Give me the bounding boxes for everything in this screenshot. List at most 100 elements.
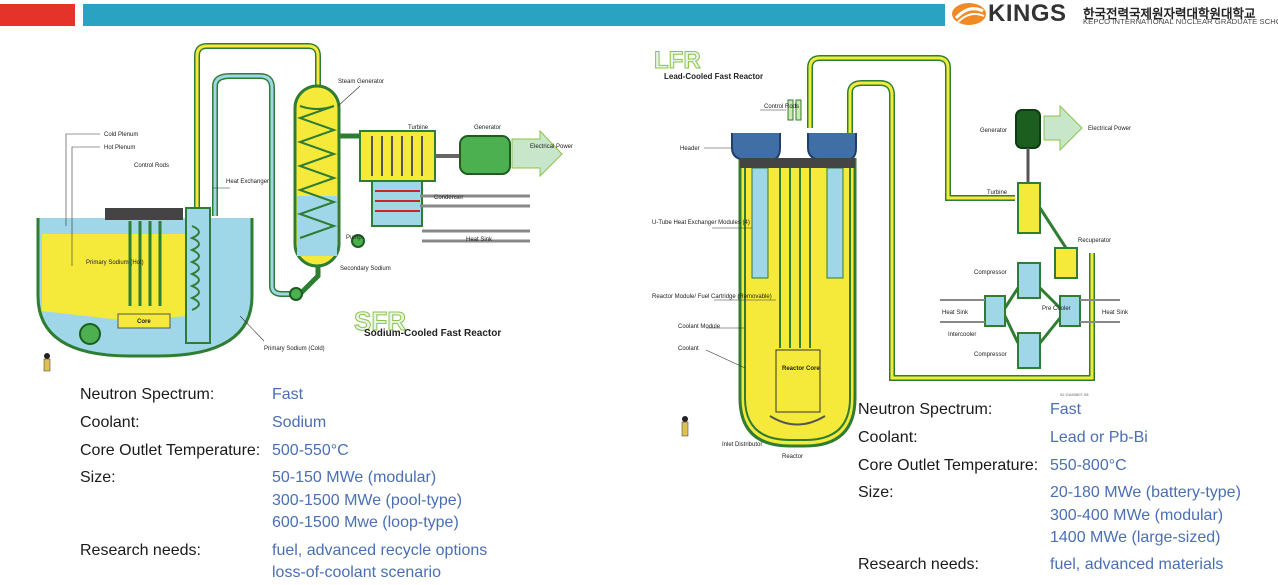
sfr-spec-value: Sodium: [272, 414, 327, 431]
lfr-label-reactor: Reactor: [782, 454, 803, 460]
sfr-spec-value: loss-of-coolant scenario: [272, 564, 441, 581]
lfr-spec-label: Research needs:: [858, 556, 979, 573]
lfr-label-reactor-core: Reactor Core: [782, 366, 820, 372]
logo-name: KINGS: [988, 0, 1067, 27]
lfr-turbine: [1017, 182, 1041, 234]
logo-korean-name: 한국전력국제원자력대학원대학교: [1083, 7, 1256, 21]
lfr-logo: LFR: [654, 47, 701, 74]
sfr-label-heat-sink: Heat Sink: [466, 237, 493, 243]
sfr-label-turbine: Turbine: [408, 125, 429, 131]
sfr-spec-value: Fast: [272, 386, 304, 403]
lfr-label-control-rods: Control Rods: [764, 104, 799, 110]
lfr-label-inlet-distributor: Inlet Distributor: [722, 442, 762, 448]
sfr-spec-label: Research needs:: [80, 542, 201, 559]
lfr-label-reactor-module: Reactor Module/ Fuel Cartridge (Removabl…: [652, 294, 772, 300]
sfr-label-control-rods: Control Rods: [134, 163, 169, 169]
sfr-title: Sodium-Cooled Fast Reactor: [364, 328, 501, 339]
kings-logo-mark-icon: [952, 3, 986, 25]
lfr-spec-label: Size:: [858, 484, 894, 501]
logo-english-name: KEPCO INTERNATIONAL NUCLEAR GRADUATE SCH…: [1083, 17, 1278, 26]
lfr-diagram: LFR Lead-Cooled Fast Reactor Control Rod…: [652, 47, 1131, 461]
lfr-spec-value: 1400 MWe (large-sized): [1050, 529, 1221, 546]
person-icon: [681, 416, 689, 437]
lfr-heat-exchanger-right: [826, 167, 844, 279]
lfr-spec-label: Coolant:: [858, 429, 918, 446]
sfr-label-steam-generator: Steam Generator: [338, 79, 384, 85]
sfr-control-rods: [128, 221, 162, 306]
sfr-primary-pump-icon: [79, 323, 101, 345]
sfr-label-generator: Generator: [474, 125, 501, 131]
sfr-label-electrical-power: Electrical Power: [530, 144, 573, 150]
sfr-logo: SFR: [354, 306, 406, 336]
sfr-condenser: [371, 180, 423, 227]
sfr-spec-label: Neutron Spectrum:: [80, 386, 215, 403]
lfr-title: Lead-Cooled Fast Reactor: [664, 72, 763, 81]
sfr-spec-value: fuel, advanced recycle options: [272, 542, 488, 559]
sfr-diagram: Cold Plenum Hot Plenum Control Rods Heat…: [36, 43, 573, 372]
lfr-label-generator: Generator: [980, 128, 1007, 134]
sfr-secondary-pump-icon: [289, 287, 303, 301]
lfr-spec-value: Lead or Pb-Bi: [1050, 429, 1148, 446]
lfr-reactor-roof: [740, 158, 855, 168]
lfr-label-intercooler: Intercooler: [948, 332, 976, 338]
lfr-power-arrow-icon: [1043, 104, 1083, 152]
lfr-label-heat-sink-left: Heat Sink: [942, 310, 969, 316]
lfr-label-coolant-module: Coolant Module: [678, 324, 721, 330]
lfr-intercooler: [984, 295, 1006, 327]
lfr-pre-cooler: [1059, 295, 1081, 327]
sfr-spec-value: 600-1500 Mwe (loop-type): [272, 514, 459, 531]
lfr-reactor-vessel: [738, 158, 857, 448]
lfr-spec-value: Fast: [1050, 401, 1082, 418]
sfr-spec-value: 300-1500 MWe (pool-type): [272, 492, 463, 509]
sfr-label-hot-plenum: Hot Plenum: [104, 145, 135, 151]
lfr-compressor-bottom: [1017, 332, 1041, 369]
lfr-spec-value: 20-180 MWe (battery-type): [1050, 484, 1241, 501]
sfr-label-core: Core: [137, 319, 151, 325]
lfr-control-rod-left: [787, 99, 794, 121]
lfr-header-left: [731, 133, 781, 161]
lfr-label-pre-cooler: Pre Cooler: [1042, 306, 1071, 312]
lfr-label-coolant: Coolant: [678, 346, 699, 352]
lfr-compressor-top: [1017, 262, 1041, 299]
sfr-label-secondary-sodium: Secondary Sodium: [340, 266, 391, 272]
lfr-generator: [1015, 109, 1041, 149]
lfr-label-heat-sink-right: Heat Sink: [1102, 310, 1129, 316]
lfr-piping: [807, 55, 1095, 381]
lfr-spec-label: Neutron Spectrum:: [858, 401, 993, 418]
lfr-control-rod-right: [795, 99, 802, 121]
lfr-recuperator: [1054, 247, 1078, 279]
header-blue-bar: [83, 4, 945, 26]
lfr-spec-label: Core Outlet Temperature:: [858, 457, 1039, 474]
lfr-label-header: Header: [680, 146, 700, 152]
sfr-reactor-roof: [105, 208, 183, 220]
sfr-spec-label: Core Outlet Temperature:: [80, 442, 261, 459]
lfr-inlet-distributor: [769, 415, 826, 426]
lfr-header-right: [807, 133, 857, 161]
sfr-label-primary-sodium-hot: Primary Sodium (Hot): [86, 260, 144, 266]
sfr-power-arrow-icon: [511, 129, 563, 178]
sfr-spec-value: 500-550°C: [272, 442, 349, 459]
sfr-heat-exchanger: [185, 207, 211, 344]
lfr-label-compressor-top: Compressor: [974, 270, 1007, 276]
sfr-label-heat-exchanger: Heat Exchanger: [226, 179, 269, 185]
sfr-label-condenser: Condenser: [434, 195, 463, 201]
lfr-label-electrical-power: Electrical Power: [1088, 126, 1131, 132]
sfr-label-cold-plenum: Cold Plenum: [104, 132, 138, 138]
lfr-reactor-core: [775, 349, 821, 413]
sfr-spec-value: 50-150 MWe (modular): [272, 469, 437, 486]
sfr-generator: [459, 135, 511, 175]
lfr-figure-code: 02-GA50807-08: [1060, 392, 1089, 397]
sfr-feed-pump-icon: [351, 234, 365, 248]
lfr-label-recuperator: Recuperator: [1078, 238, 1111, 244]
sfr-core: [117, 313, 171, 329]
sfr-label-primary-sodium-cold: Primary Sodium (Cold): [264, 346, 325, 352]
lfr-spec-value: 300-400 MWe (modular): [1050, 507, 1224, 524]
lfr-spec-value: fuel, advanced materials: [1050, 556, 1224, 573]
lfr-heat-exchanger-left: [751, 167, 769, 279]
lfr-label-u-tube: U-Tube Heat Exchanger Modules (4): [652, 220, 750, 226]
sfr-piping: [194, 43, 321, 297]
sfr-spec-label: Coolant:: [80, 414, 140, 431]
person-icon: [43, 353, 51, 372]
kings-logo: KINGS 한국전력국제원자력대학원대학교 KEPCO INTERNATIONA…: [950, 0, 1278, 30]
sfr-spec-label: Size:: [80, 469, 116, 486]
